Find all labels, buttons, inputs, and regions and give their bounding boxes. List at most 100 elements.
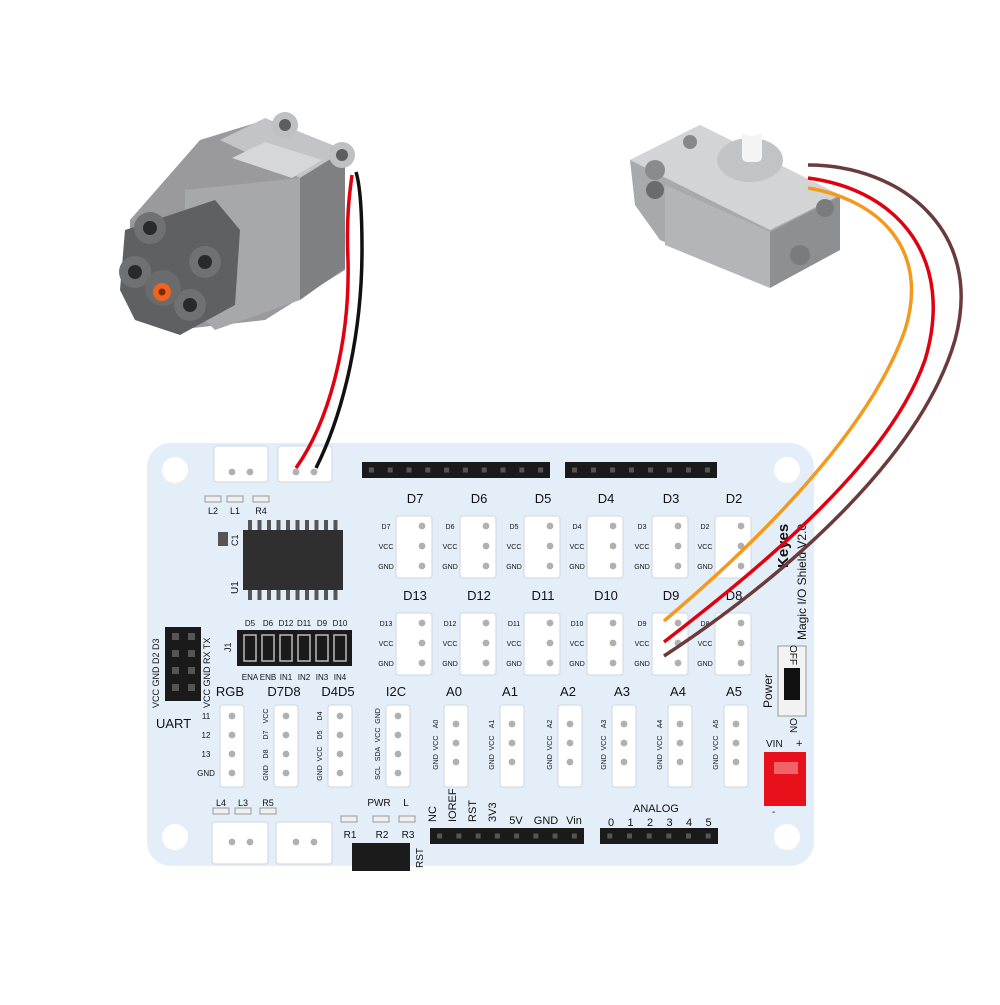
power-header-pin [571, 833, 577, 839]
module-title-d4: D4 [598, 491, 615, 506]
digital-header-left-pin [538, 467, 544, 473]
module-title-a2: A2 [560, 684, 576, 699]
smd-l3 [234, 807, 252, 815]
uart-label: UART [156, 716, 191, 731]
power-pin-label: Vin [566, 815, 582, 827]
pin-label: GND [317, 765, 324, 781]
j1-top-label: D9 [317, 619, 328, 628]
power-header-pin [494, 833, 500, 839]
digital-header-right-pin [686, 467, 691, 473]
module-connector-d4d5 [327, 704, 353, 788]
servo-motor [630, 124, 840, 288]
pin-label: GND [713, 754, 720, 770]
digital-header-left-pin [387, 467, 393, 473]
pin-hole [418, 639, 426, 647]
chip-pin [248, 590, 252, 600]
vin-minus-label: - [772, 807, 775, 818]
pin-label: D13 [380, 621, 393, 628]
smd-label-l4: L4 [216, 798, 226, 808]
pin-label: SCL [375, 766, 382, 780]
pin-hole [508, 739, 516, 747]
digital-header-right-pin [572, 467, 577, 473]
digital-header-left-pin [406, 467, 412, 473]
j1-bottom-label: IN1 [280, 673, 293, 682]
smd-label-l1: L1 [230, 506, 240, 516]
reset-button [352, 843, 410, 871]
analog-header-pin [705, 833, 711, 839]
pin-hole [546, 562, 554, 570]
pin-label: GND [197, 769, 215, 778]
pin-label: D9 [638, 621, 647, 628]
power-pin-label: RST [467, 800, 479, 822]
power-header-pin [552, 833, 558, 839]
digital-header-right-pin [610, 467, 615, 473]
pin-label: GND [547, 754, 554, 770]
pin-hole [310, 468, 318, 476]
pin-label: GND [442, 661, 458, 668]
pin-label: D7 [382, 524, 391, 531]
chip-pin [257, 590, 262, 600]
power-pin-label: IOREF [447, 788, 459, 822]
chip-pin [286, 590, 290, 600]
power-pin-label: GND [534, 815, 559, 827]
smd-label-pwr: PWR [367, 798, 390, 809]
pin-hole [546, 522, 554, 530]
pin-hole [609, 562, 617, 570]
power-switch-label: Power [761, 674, 775, 708]
pin-hole [737, 522, 745, 530]
pin-hole [566, 758, 574, 766]
pin-hole [676, 758, 684, 766]
power-header-pin [533, 833, 539, 839]
digital-header-left-pin [462, 467, 468, 473]
pin-label: GND [433, 754, 440, 770]
vin-label: VIN [766, 739, 783, 750]
module-connector-d2 [714, 515, 752, 579]
analog-pin-label: 3 [666, 817, 672, 829]
pin-hole [732, 758, 740, 766]
pin-label: VCC [443, 544, 458, 551]
analog-header-pin [686, 833, 691, 839]
analog-pin-label: 2 [647, 817, 653, 829]
analog-header-pin [607, 833, 613, 839]
pin-label: VCC [698, 641, 713, 648]
uart-pin [188, 684, 195, 691]
j1-bottom-label: IN2 [298, 673, 311, 682]
module-connector-d13 [395, 612, 433, 676]
chip-pin [324, 520, 328, 530]
pin-hole [228, 838, 236, 846]
pin-hole [620, 720, 628, 728]
servo-wires [662, 163, 963, 658]
rst-label: RST [415, 848, 426, 868]
pin-label: VCC [547, 736, 554, 751]
power-header-pin [456, 833, 462, 839]
pin-label: VCC [570, 641, 585, 648]
pin-hole [546, 659, 554, 667]
module-connector-rgb [219, 704, 245, 788]
pin-hole [737, 542, 745, 550]
module-title-a0: A0 [446, 684, 462, 699]
pin-hole [566, 739, 574, 747]
pin-hole [228, 468, 236, 476]
pin-hole [508, 720, 516, 728]
pin-label: GND [601, 754, 608, 770]
pin-label: A1 [489, 720, 496, 729]
pin-label: GND [263, 765, 270, 781]
pin-label: D4 [573, 524, 582, 531]
module-title-d2: D2 [726, 491, 743, 506]
module-title-d5: D5 [535, 491, 552, 506]
jumper-cap [315, 634, 329, 662]
module-connector-d7 [395, 515, 433, 579]
digital-header-left-pin [425, 467, 431, 473]
pin-label: VCC [635, 544, 650, 551]
pin-hole [482, 522, 490, 530]
smd-l4 [212, 807, 230, 815]
module-title-d13: D13 [403, 588, 427, 603]
pin-label: D6 [446, 524, 455, 531]
pin-label: VCC [507, 544, 522, 551]
smd-label-r5: R5 [262, 798, 274, 808]
power-header [430, 828, 584, 844]
power-on-label: ON [787, 718, 798, 733]
pin-hole [228, 712, 236, 720]
uart-header [165, 627, 201, 701]
uart-pin [188, 667, 195, 674]
